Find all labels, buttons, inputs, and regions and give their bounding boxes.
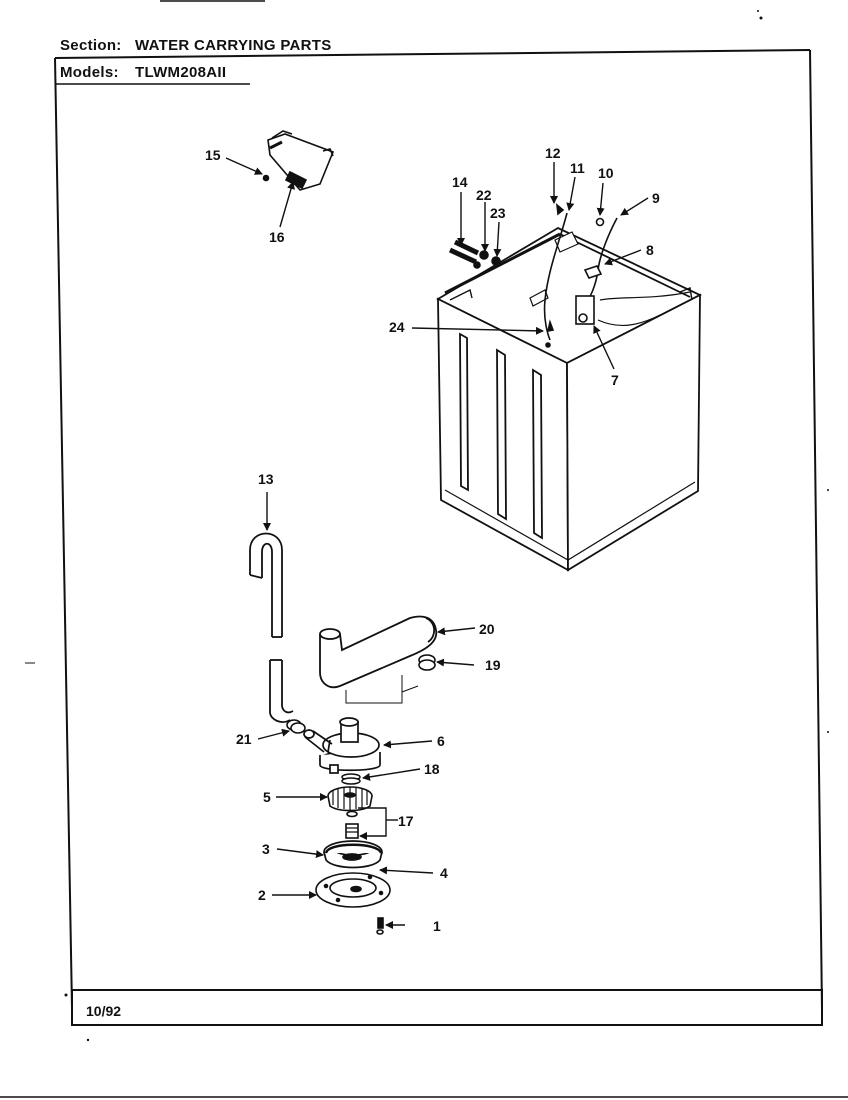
bracket-switch-part: [262, 130, 335, 191]
drain-hose: [249, 532, 294, 723]
callout-9: 9: [652, 190, 660, 206]
callout-23: 23: [490, 205, 506, 221]
inlet-hose-fittings: [448, 239, 501, 269]
pump-cover-plate: [315, 872, 391, 908]
washer-cabinet: [436, 226, 703, 572]
callout-6: 6: [437, 733, 445, 749]
callout-13: 13: [258, 471, 274, 487]
callout-18: 18: [424, 761, 440, 777]
callout-2: 2: [258, 887, 266, 903]
screw-1: [376, 917, 384, 935]
callout-14: 14: [452, 174, 468, 190]
callout-24: 24: [389, 319, 405, 335]
impeller: [327, 786, 373, 812]
shaft-seal: [345, 810, 359, 839]
callout-5: 5: [263, 789, 271, 805]
callout-15: 15: [205, 147, 221, 163]
callout-22: 22: [476, 187, 492, 203]
callout-17: 17: [398, 813, 414, 829]
pump-housing: [323, 840, 383, 869]
water-valve-assembly: [543, 203, 691, 348]
hose-clamp-21: [286, 719, 306, 734]
callout-1: 1: [433, 918, 441, 934]
callout-3: 3: [262, 841, 270, 857]
pump-gasket-18: [341, 773, 361, 785]
print-specks: [64, 10, 829, 1042]
hose-clamp-19: [418, 654, 436, 671]
callout-19: 19: [485, 657, 501, 673]
callout-4: 4: [440, 865, 448, 881]
callout-leaders: [225, 157, 649, 929]
callout-10: 10: [598, 165, 614, 181]
pump-hose: [319, 615, 438, 704]
models-label: Models:: [60, 64, 119, 81]
model-number: TLWM208AII: [135, 64, 227, 81]
callout-8: 8: [646, 242, 654, 258]
revision-date: 10/92: [86, 1003, 122, 1019]
water-pump: [303, 717, 381, 774]
callout-20: 20: [479, 621, 495, 637]
callout-numbers: 1 2 3 4 5 6 7 8 9 10 11 12 13 14 15 16 1…: [205, 145, 660, 934]
callout-12: 12: [545, 145, 561, 161]
section-label: Section:: [60, 37, 122, 54]
callout-11: 11: [570, 160, 585, 176]
callout-16: 16: [269, 229, 285, 245]
section-title: WATER CARRYING PARTS: [135, 37, 332, 54]
callout-21: 21: [236, 731, 252, 747]
callout-7: 7: [611, 372, 619, 388]
